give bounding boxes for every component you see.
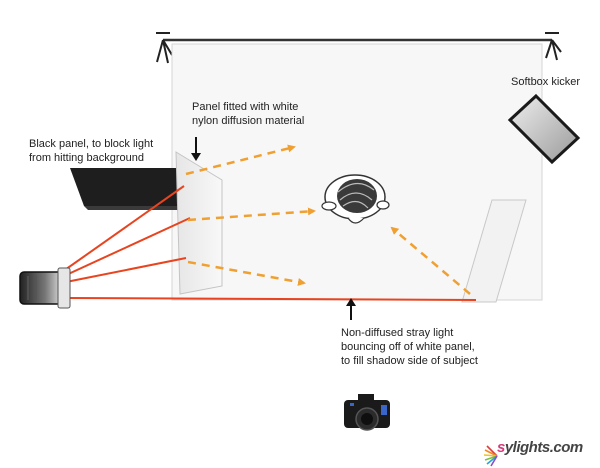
label-arrows: [191, 137, 356, 320]
black-panel-label: Black panel, to block light from hitting…: [29, 138, 154, 164]
subject-head: [321, 174, 390, 224]
brand-name: ylights: [504, 439, 550, 456]
brand-prefix: s: [497, 439, 505, 456]
camera-icon: [344, 394, 390, 431]
stray-light-label: Non-diffused stray light bouncing off of…: [341, 327, 478, 367]
background-stand: [156, 32, 562, 64]
brand-wordmark: sylights.com: [497, 439, 583, 456]
diffusion-panel: [175, 151, 223, 295]
strobe-light: [19, 267, 71, 309]
direct-light-beams: [61, 185, 477, 301]
brand-suffix: .com: [549, 439, 584, 456]
softbox-kicker: [507, 93, 581, 165]
black-panel: [70, 168, 186, 206]
diffused-light-arrows: [185, 144, 471, 295]
softbox-label: Softbox kicker: [511, 76, 581, 88]
brand-logo-icon: [483, 445, 498, 467]
white-reflector-panel: [461, 199, 527, 303]
diffusion-panel-label: Panel fitted with white nylon diffusion …: [192, 101, 305, 127]
